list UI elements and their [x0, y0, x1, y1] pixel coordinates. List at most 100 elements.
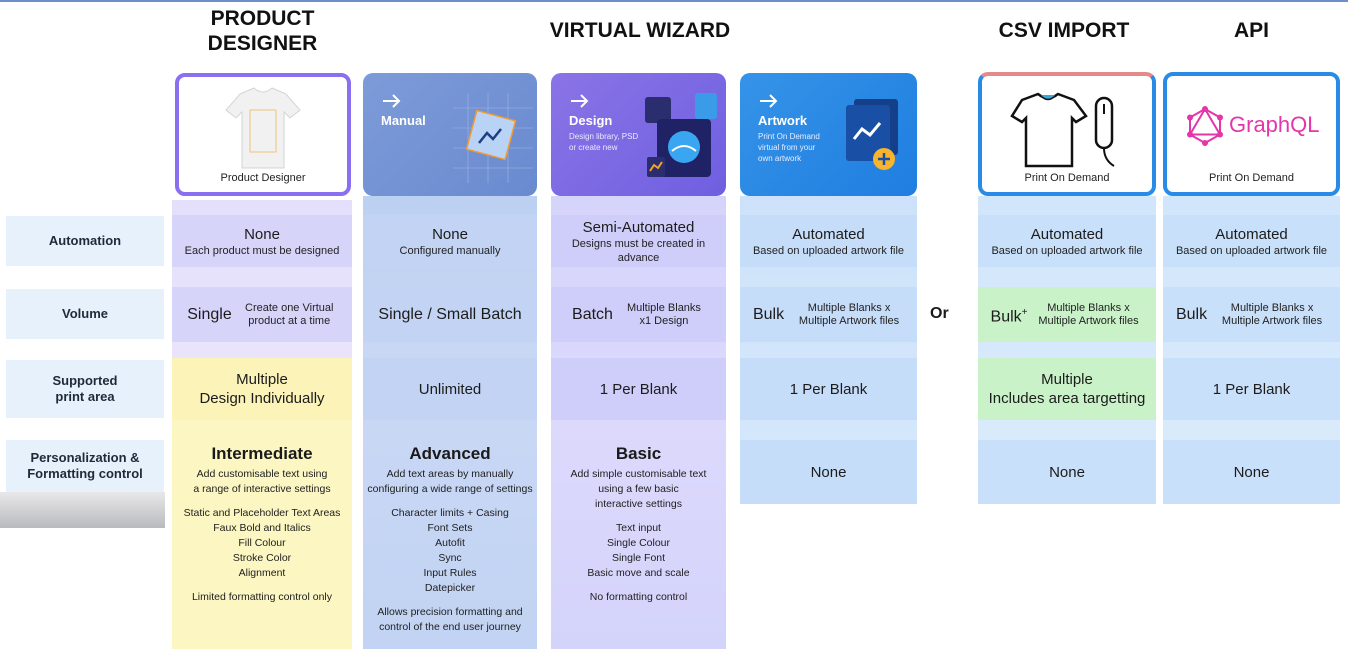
or-separator: Or: [930, 305, 949, 322]
card-csv-import[interactable]: Print On Demand: [978, 72, 1156, 196]
volume-main: Batch: [572, 306, 613, 323]
automation-manual: None Configured manually: [363, 215, 537, 267]
print-area-main: 1 Per Blank: [599, 380, 678, 398]
automation-api: Automated Based on uploaded artwork file: [1163, 215, 1340, 267]
automation-main: Automated: [1030, 225, 1104, 243]
print-area-main: Unlimited: [418, 380, 482, 398]
volume-plus: +: [1021, 306, 1028, 318]
personalization-feature: Faux Bold and Italics: [213, 522, 311, 534]
print-area-sub: Includes area targetting: [988, 390, 1146, 407]
automation-main: Automated: [792, 225, 865, 243]
personalization-feature: Character limits + Casing: [391, 507, 509, 519]
tshirt-mouse-icon: [1010, 92, 1115, 168]
row-label-personalization: Personalization & Formatting control: [6, 440, 164, 492]
personalization-feature: Alignment: [238, 567, 286, 579]
personalization-feature: Input Rules: [423, 567, 477, 579]
row-label-volume: Volume: [6, 289, 164, 339]
arrow-right-icon: [571, 94, 589, 108]
volume-sub: Multiple Blanks x1 Design: [626, 301, 701, 327]
print-area-manual: Unlimited: [363, 358, 537, 420]
automation-main: Automated: [1215, 225, 1288, 243]
volume-main: Bulk: [752, 306, 785, 323]
automation-artwork: Automated Based on uploaded artwork file: [740, 215, 917, 267]
personalization-desc: interactive settings: [595, 498, 682, 510]
personalization-desc: Add customisable text using: [196, 468, 328, 480]
volume-artwork: Bulk Multiple Blanks x Multiple Artwork …: [740, 287, 917, 342]
card-product-designer-label: Product Designer: [220, 172, 306, 184]
card-api-label: Print On Demand: [1209, 172, 1294, 184]
automation-sub: Configured manually: [399, 244, 501, 257]
personalization-feature: Single Font: [611, 552, 666, 564]
volume-main-text: Bulk: [990, 308, 1022, 326]
volume-api: Bulk Multiple Blanks x Multiple Artwork …: [1163, 287, 1340, 342]
tshirt-icon: [225, 87, 301, 169]
personalization-feature: Single Colour: [606, 537, 671, 549]
personalization-title: Advanced: [409, 444, 491, 463]
print-area-csv: Multiple Includes area targetting: [978, 358, 1156, 420]
automation-sub: Based on uploaded artwork file: [991, 244, 1143, 257]
personalization-note: Allows precision formatting and: [377, 606, 523, 618]
personalization-title: Basic: [615, 444, 662, 463]
personalization-feature: Text input: [616, 522, 661, 534]
automation-main: Semi-Automated: [582, 218, 695, 236]
personalization-feature: Sync: [438, 552, 462, 564]
card-csv-label: Print On Demand: [1024, 172, 1110, 184]
card-manual[interactable]: Manual: [363, 73, 537, 196]
personalization-product-designer: Intermediate Add customisable text using…: [172, 440, 352, 649]
personalization-feature: Datepicker: [424, 582, 476, 594]
volume-manual: Single / Small Batch: [363, 287, 537, 342]
personalization-main: None: [810, 463, 847, 481]
personalization-desc: configuring a wide range of settings: [367, 483, 533, 495]
column-manual-bg: [363, 196, 537, 649]
volume-csv: Bulk+ Multiple Blanks x Multiple Artwork…: [978, 287, 1156, 342]
print-area-design: 1 Per Blank: [551, 358, 726, 420]
automation-sub: Designs must be created in advance: [571, 237, 706, 264]
print-area-main: Multiple: [1041, 371, 1093, 388]
volume-main: Single / Small Batch: [378, 306, 522, 323]
personalization-note: No formatting control: [589, 591, 688, 603]
card-api[interactable]: GraphQL Print On Demand: [1163, 72, 1340, 196]
header-product-designer: PRODUCT DESIGNER: [207, 7, 318, 55]
volume-sub: Multiple Blanks x Multiple Artwork files: [798, 301, 900, 327]
volume-sub: Multiple Blanks x Multiple Artwork files: [1038, 301, 1139, 327]
automation-design: Semi-Automated Designs must be created i…: [551, 215, 726, 267]
automation-product-designer: None Each product must be designed: [172, 215, 352, 267]
header-csv-import: CSV IMPORT: [998, 19, 1130, 42]
automation-main: None: [244, 225, 280, 243]
graphql-logo-icon: [1187, 106, 1223, 146]
header-virtual-wizard: VIRTUAL WIZARD: [549, 19, 731, 42]
print-area-main: 1 Per Blank: [1212, 380, 1291, 398]
column-design-bg: [551, 196, 726, 649]
personalization-desc: a range of interactive settings: [193, 483, 331, 495]
card-design-subtitle: Design library, PSD or create new: [569, 132, 639, 152]
automation-csv: Automated Based on uploaded artwork file: [978, 215, 1156, 267]
card-artwork[interactable]: Artwork Print On Demand virtual from you…: [740, 73, 917, 196]
personalization-manual: Advanced Add text areas by manually conf…: [363, 440, 537, 649]
personalization-feature: Stroke Color: [232, 552, 292, 564]
personalization-desc: using a few basic: [598, 483, 679, 495]
automation-main: None: [432, 225, 468, 243]
card-product-designer[interactable]: Product Designer: [175, 73, 351, 196]
automation-sub: Based on uploaded artwork file: [752, 244, 905, 257]
artwork-upload-icon: [846, 99, 898, 170]
personalization-note: Limited formatting control only: [191, 591, 333, 603]
left-shade: [0, 492, 165, 528]
card-design[interactable]: Design Design library, PSD or create new: [551, 73, 726, 196]
automation-sub: Each product must be designed: [184, 244, 340, 257]
design-library-icon: [645, 93, 717, 177]
personalization-feature: Autofit: [435, 537, 465, 549]
arrow-right-icon: [383, 94, 401, 108]
header-api: API: [1233, 19, 1269, 42]
row-label-automation: Automation: [6, 216, 164, 266]
volume-main: Single: [187, 306, 232, 323]
top-border: [0, 0, 1348, 2]
card-design-title: Design: [569, 113, 613, 128]
print-area-artwork: 1 Per Blank: [740, 358, 917, 420]
row-label-print-area: Supported print area: [6, 360, 164, 418]
volume-sub: Multiple Blanks x Multiple Artwork files: [1221, 301, 1323, 327]
personalization-main: None: [1049, 463, 1085, 481]
personalization-note: control of the end user journey: [379, 621, 521, 633]
personalization-design: Basic Add simple customisable text using…: [551, 440, 726, 649]
personalization-desc: Add simple customisable text: [570, 468, 707, 480]
volume-main: Bulk+: [991, 303, 1028, 326]
